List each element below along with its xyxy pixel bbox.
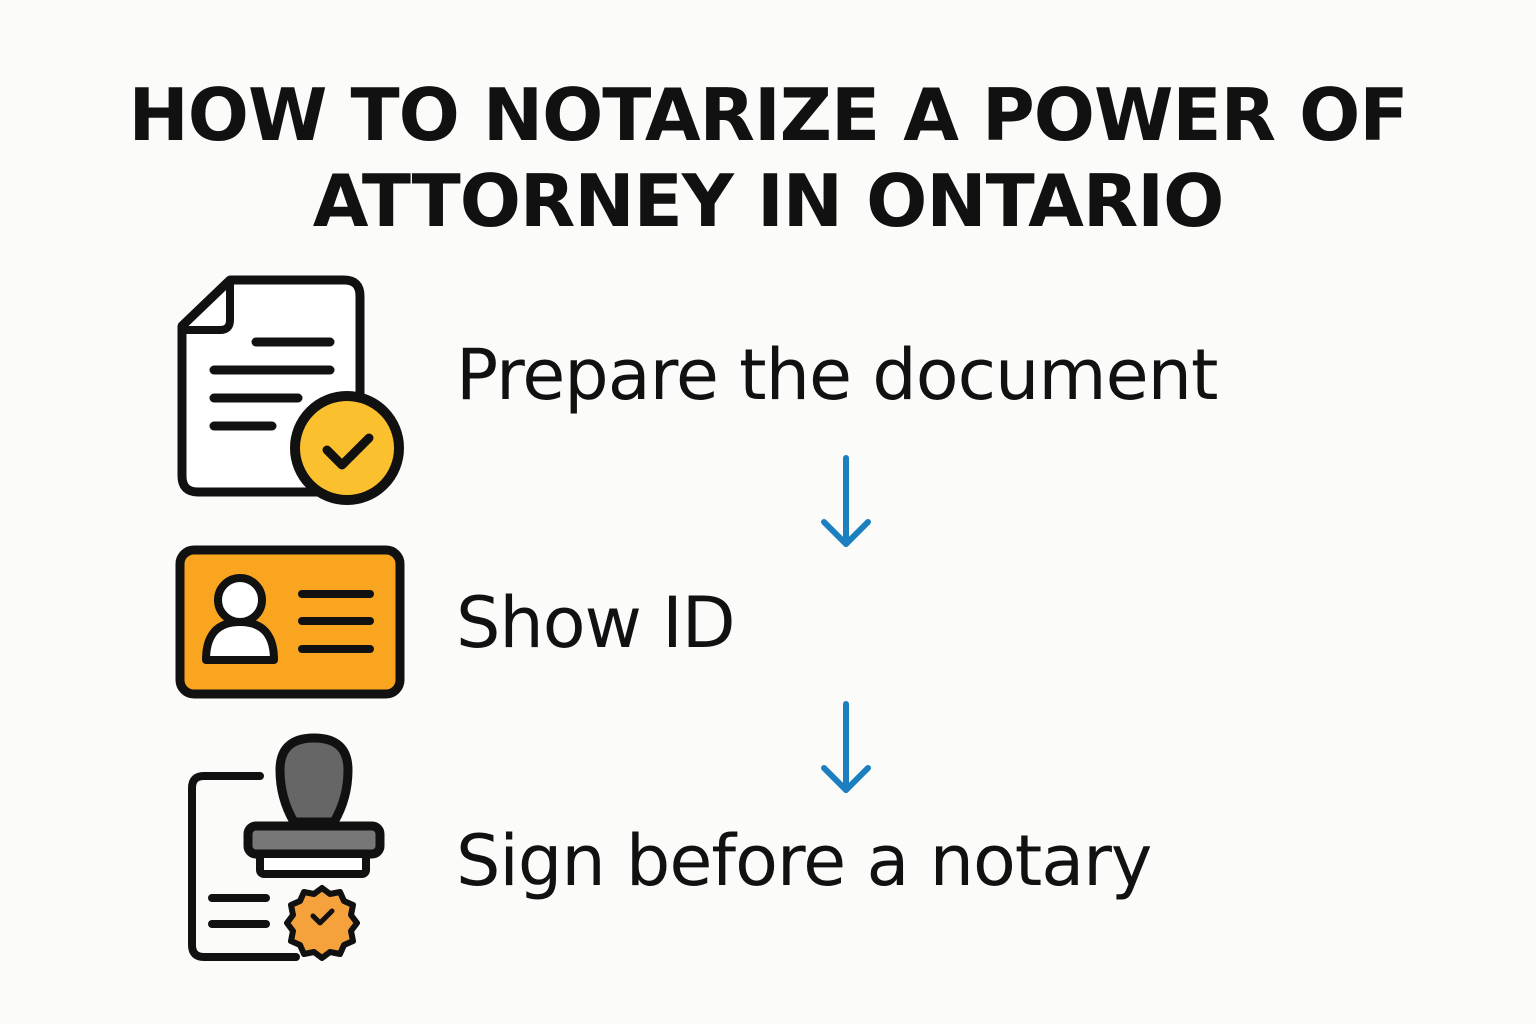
arrow-down-icon bbox=[821, 701, 871, 793]
document-check-icon bbox=[177, 275, 404, 505]
title-line-1: HOW TO NOTARIZE A POWER OF bbox=[128, 73, 1409, 157]
step-label-sign-before-notary: Sign before a notary bbox=[456, 820, 1152, 902]
page-title: HOW TO NOTARIZE A POWER OF ATTORNEY IN O… bbox=[0, 72, 1536, 244]
step-label-prepare-document: Prepare the document bbox=[456, 334, 1218, 416]
notary-stamp-icon bbox=[188, 733, 385, 961]
id-card-icon bbox=[175, 545, 405, 699]
step-label-show-id: Show ID bbox=[456, 582, 736, 664]
title-line-2: ATTORNEY IN ONTARIO bbox=[312, 159, 1225, 243]
arrow-down-icon bbox=[821, 455, 871, 547]
